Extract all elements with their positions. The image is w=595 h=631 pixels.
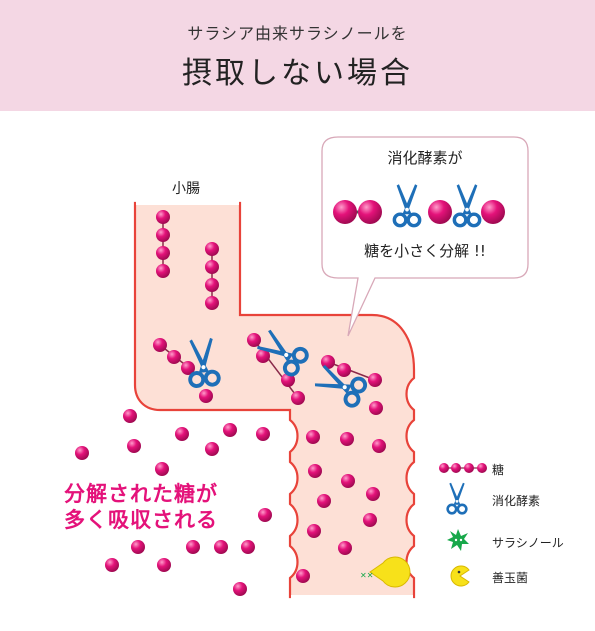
absorbed-text-line1: 分解された糖が xyxy=(64,482,218,506)
svg-text:✕✕: ✕✕ xyxy=(360,571,373,580)
bubble-text-breakdown: 糖を小さく分解 !! xyxy=(364,242,486,260)
legend-label-bacteria: 善玉菌 xyxy=(492,571,529,585)
header-subtitle: サラシア由来サラシノールを xyxy=(187,24,408,43)
bubble-sugar-chain xyxy=(333,182,505,228)
small-intestine-shape xyxy=(133,201,416,599)
bubble-text-enzyme: 消化酵素が xyxy=(387,149,463,167)
good-bacteria-icon: ✕✕ xyxy=(360,556,411,588)
legend-salacinol-icon xyxy=(447,529,469,551)
intestine-label: 小腸 xyxy=(172,181,200,197)
header-banner: サラシア由来サラシノールを 摂取しない場合 xyxy=(0,0,595,111)
legend-sugar-chain-icon xyxy=(439,463,487,473)
legend-label-salacinol: サラシノール xyxy=(492,536,564,550)
legend-label-sugar: 糖 xyxy=(492,463,505,477)
header-title: 摂取しない場合 xyxy=(182,56,413,91)
legend-label-enzyme: 消化酵素 xyxy=(492,494,541,508)
absorbed-sugars xyxy=(75,409,272,596)
sugar-chains-inside xyxy=(153,210,386,583)
legend-good-bacteria-icon xyxy=(450,565,470,587)
legend-scissors-icon xyxy=(446,481,468,515)
absorbed-text-line2: 多く吸収される xyxy=(64,508,218,532)
